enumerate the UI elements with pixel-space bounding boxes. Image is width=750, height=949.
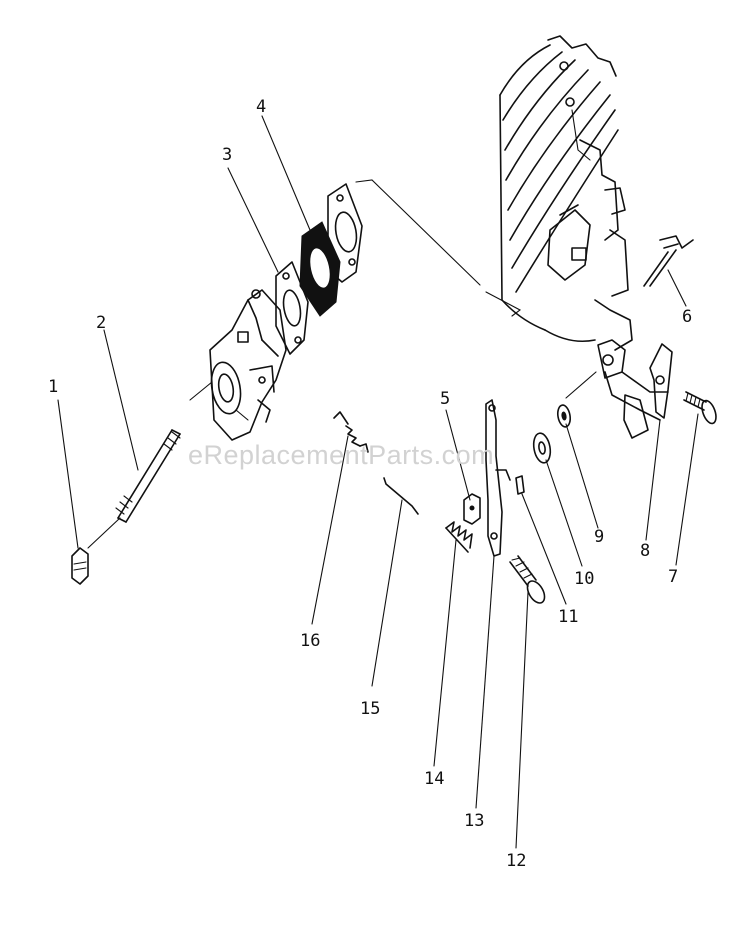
callout-11: 11 [558,607,578,627]
part-14-spring [445,521,473,553]
callout-6: 6 [682,307,692,327]
callout-10: 10 [574,569,594,589]
carburetor [209,289,287,441]
assembly-line-upper-b [485,291,522,317]
part-12-screw [509,555,546,604]
part-10-washer [532,432,552,464]
assembly-line-right [565,371,597,399]
part-8-bracket [649,343,673,419]
part-spacer-black [299,221,341,317]
assembly-line-left [189,381,213,401]
callout-13: 13 [464,811,484,831]
callout-4: 4 [256,97,266,117]
callout-8: 8 [640,541,650,561]
callout-2: 2 [96,313,106,333]
callout-9: 9 [594,527,604,547]
callout-7: 7 [668,567,678,587]
assembly-line-upper [355,179,481,286]
callout-1: 1 [48,377,58,397]
part-3-gasket [275,261,309,355]
engine-block [499,35,669,439]
part-2-stud [115,429,181,523]
callout-12: 12 [506,851,526,871]
part-15-link [383,477,419,515]
callout-labels: 1 2 3 4 5 6 7 8 9 10 11 12 13 14 15 16 [48,97,692,871]
assembly-line-nut [87,517,121,549]
part-6-rod [643,235,694,287]
callout-15: 15 [360,699,380,719]
leader-lines [57,115,699,849]
callout-5: 5 [440,389,450,409]
part-1-nut [71,547,89,585]
part-16-spring [333,411,369,453]
part-7-screw [683,391,717,425]
part-9-washer [556,404,572,428]
part-13-lever [485,399,511,557]
callout-3: 3 [222,145,232,165]
callout-16: 16 [300,631,320,651]
callout-14: 14 [424,769,444,789]
part-11-pin [515,475,525,495]
part-5-nut [463,493,481,525]
